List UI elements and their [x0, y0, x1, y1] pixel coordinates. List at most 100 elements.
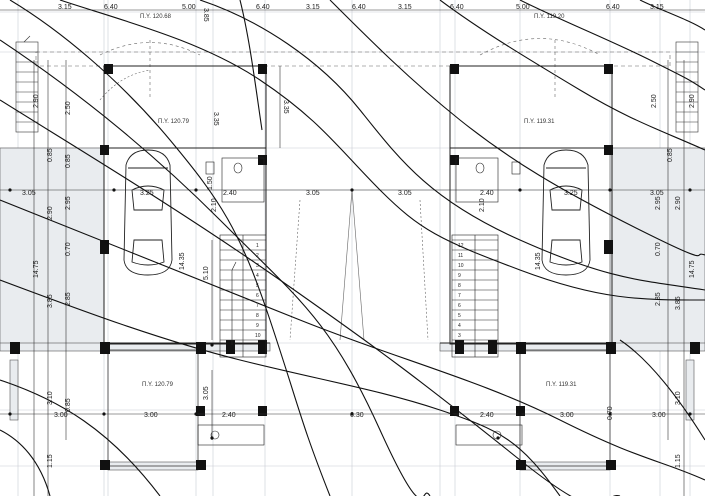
- dim-label: 2.90: [689, 94, 696, 108]
- dim-label: 3.05: [203, 386, 210, 400]
- dim-label: 14.35: [535, 252, 542, 270]
- left-vertical-dimension-labels: 2.90 0.85 2.90 14.75 3.85 3.10 1.15 2.50…: [33, 94, 72, 468]
- dim-label: 3.25: [140, 190, 154, 197]
- dim-label: 14.75: [33, 260, 40, 278]
- dim-label: 2.90: [675, 196, 682, 210]
- dim-label: 2.40: [480, 190, 494, 197]
- stair-number: 2: [256, 253, 259, 259]
- dim-label: 3.10: [47, 391, 54, 405]
- dim-label: 3.05: [22, 190, 36, 197]
- central-drive: [289, 189, 429, 341]
- grid-markers: [8, 188, 692, 440]
- level-labels-plan: Π.Υ. 120.79 Π.Υ. 119.31 Π.Υ. 120.79 Π.Υ.…: [142, 119, 577, 388]
- dim-label: 0.85: [65, 154, 72, 168]
- dim-label: 14.35: [179, 252, 186, 270]
- dim-label: 3.10: [675, 391, 682, 405]
- row2-dimension-labels: 3.00 3.00 2.40 6.30 2.40 3.00 3.00: [54, 412, 666, 419]
- stair-number: 8: [458, 283, 461, 289]
- stair-number: 4: [256, 273, 259, 279]
- stair-numbers-right: 12 11 10 9 8 7 6 5 4 3: [458, 243, 464, 339]
- dim-label: 5.10: [203, 266, 210, 280]
- dim-label: 3.15: [58, 4, 72, 11]
- dim-label: 3.00: [144, 412, 158, 419]
- wc-blocks: [197, 157, 523, 446]
- dim-label: 3.85: [675, 296, 682, 310]
- dim-label: 6.30: [350, 412, 364, 419]
- row1-dimension-labels: 3.05 3.25 2.40 3.05 3.05 2.40 3.25 3.05: [22, 190, 664, 197]
- stair-number: 10: [458, 263, 464, 269]
- dim-label: 1.15: [47, 454, 54, 468]
- dim-label: 6.40: [256, 4, 270, 11]
- level-labels-top: Π.Υ. 120.68 Π.Υ. 119.20: [140, 14, 565, 20]
- dim-label: 3.35: [282, 100, 289, 114]
- level-label: Π.Υ. 119.31: [546, 382, 577, 388]
- stair-number: 4: [458, 323, 461, 329]
- level-label: Π.Υ. 119.20: [534, 14, 565, 20]
- dim-label: 3.05: [398, 190, 412, 197]
- dim-label: 3.00: [560, 412, 574, 419]
- center-vertical-dimension-labels: 3.35 3.35 5.10 3.05 14.35 14.35: [179, 100, 542, 400]
- dim-label: 6.40: [104, 4, 118, 11]
- level-label: Π.Υ. 119.31: [524, 119, 555, 125]
- left-edge-stair: [15, 35, 39, 133]
- dim-label: 2.95: [655, 196, 662, 210]
- stair-number: 8: [256, 313, 259, 319]
- car-right: [541, 149, 591, 276]
- dim-label: 2.50: [65, 101, 72, 115]
- dim-label: 5.00: [182, 4, 196, 11]
- dim-label: 2.40: [223, 190, 237, 197]
- stair-number: 6: [458, 303, 461, 309]
- walls: [103, 65, 613, 467]
- dim-label: 2.10: [479, 198, 486, 212]
- stair-core-right: [451, 234, 499, 358]
- right-edge-stair: [675, 41, 699, 133]
- dim-label: 3.85: [47, 294, 54, 308]
- hatched-zones: [0, 147, 705, 471]
- dim-label: 3.15: [306, 4, 320, 11]
- level-label: Π.Υ. 120.79: [142, 382, 174, 388]
- stair-core-left: [219, 234, 267, 358]
- dim-label: 3.35: [212, 112, 219, 126]
- stair-number: 1: [256, 243, 259, 249]
- stair-number: 10: [255, 333, 261, 339]
- stair-number: 3: [256, 263, 259, 269]
- dim-label: 3.05: [650, 190, 664, 197]
- stair-number: 6: [256, 293, 259, 299]
- dim-label: 0.85: [65, 398, 72, 412]
- dim-label: 14.75: [689, 260, 696, 278]
- dim-label: 3.00: [54, 412, 68, 419]
- dim-label: 0.85: [667, 148, 674, 162]
- stair-number: 5: [458, 313, 461, 319]
- dim-label: 6.40: [352, 4, 366, 11]
- car-left: [123, 149, 173, 276]
- dim-label: 3.85: [202, 8, 209, 22]
- row-dimension-lines: [0, 189, 705, 415]
- dim-label: 2.40: [222, 412, 236, 419]
- columns: [10, 64, 700, 470]
- dim-label: 1.50: [207, 176, 214, 190]
- stair-number: 11: [458, 253, 463, 259]
- stair-number: 3: [458, 333, 461, 339]
- dim-label: 0.85: [47, 148, 54, 162]
- dim-label: 1.15: [675, 454, 682, 468]
- dim-label: 0.70: [65, 242, 72, 256]
- dim-label: 2.10: [211, 198, 218, 212]
- dim-label: 2.90: [47, 206, 54, 220]
- dim-label: 2.50: [651, 94, 658, 108]
- stair-number: 7: [256, 303, 259, 309]
- stair-number: 9: [458, 273, 461, 279]
- stair-number: 7: [458, 293, 461, 299]
- dim-label: 6.40: [450, 4, 464, 11]
- dim-label: 2.40: [480, 412, 494, 419]
- dim-label: 2.85: [65, 292, 72, 306]
- dim-label: 6.40: [606, 4, 620, 11]
- dim-label: 0.70: [655, 242, 662, 256]
- dim-label: 5.00: [516, 4, 530, 11]
- top-canopy: [35, 38, 671, 101]
- vertical-dimension-lines: [33, 60, 685, 496]
- dim-label: 3.05: [306, 190, 320, 197]
- dim-label: 2.90: [33, 94, 40, 108]
- dim-label: 3.00: [652, 412, 666, 419]
